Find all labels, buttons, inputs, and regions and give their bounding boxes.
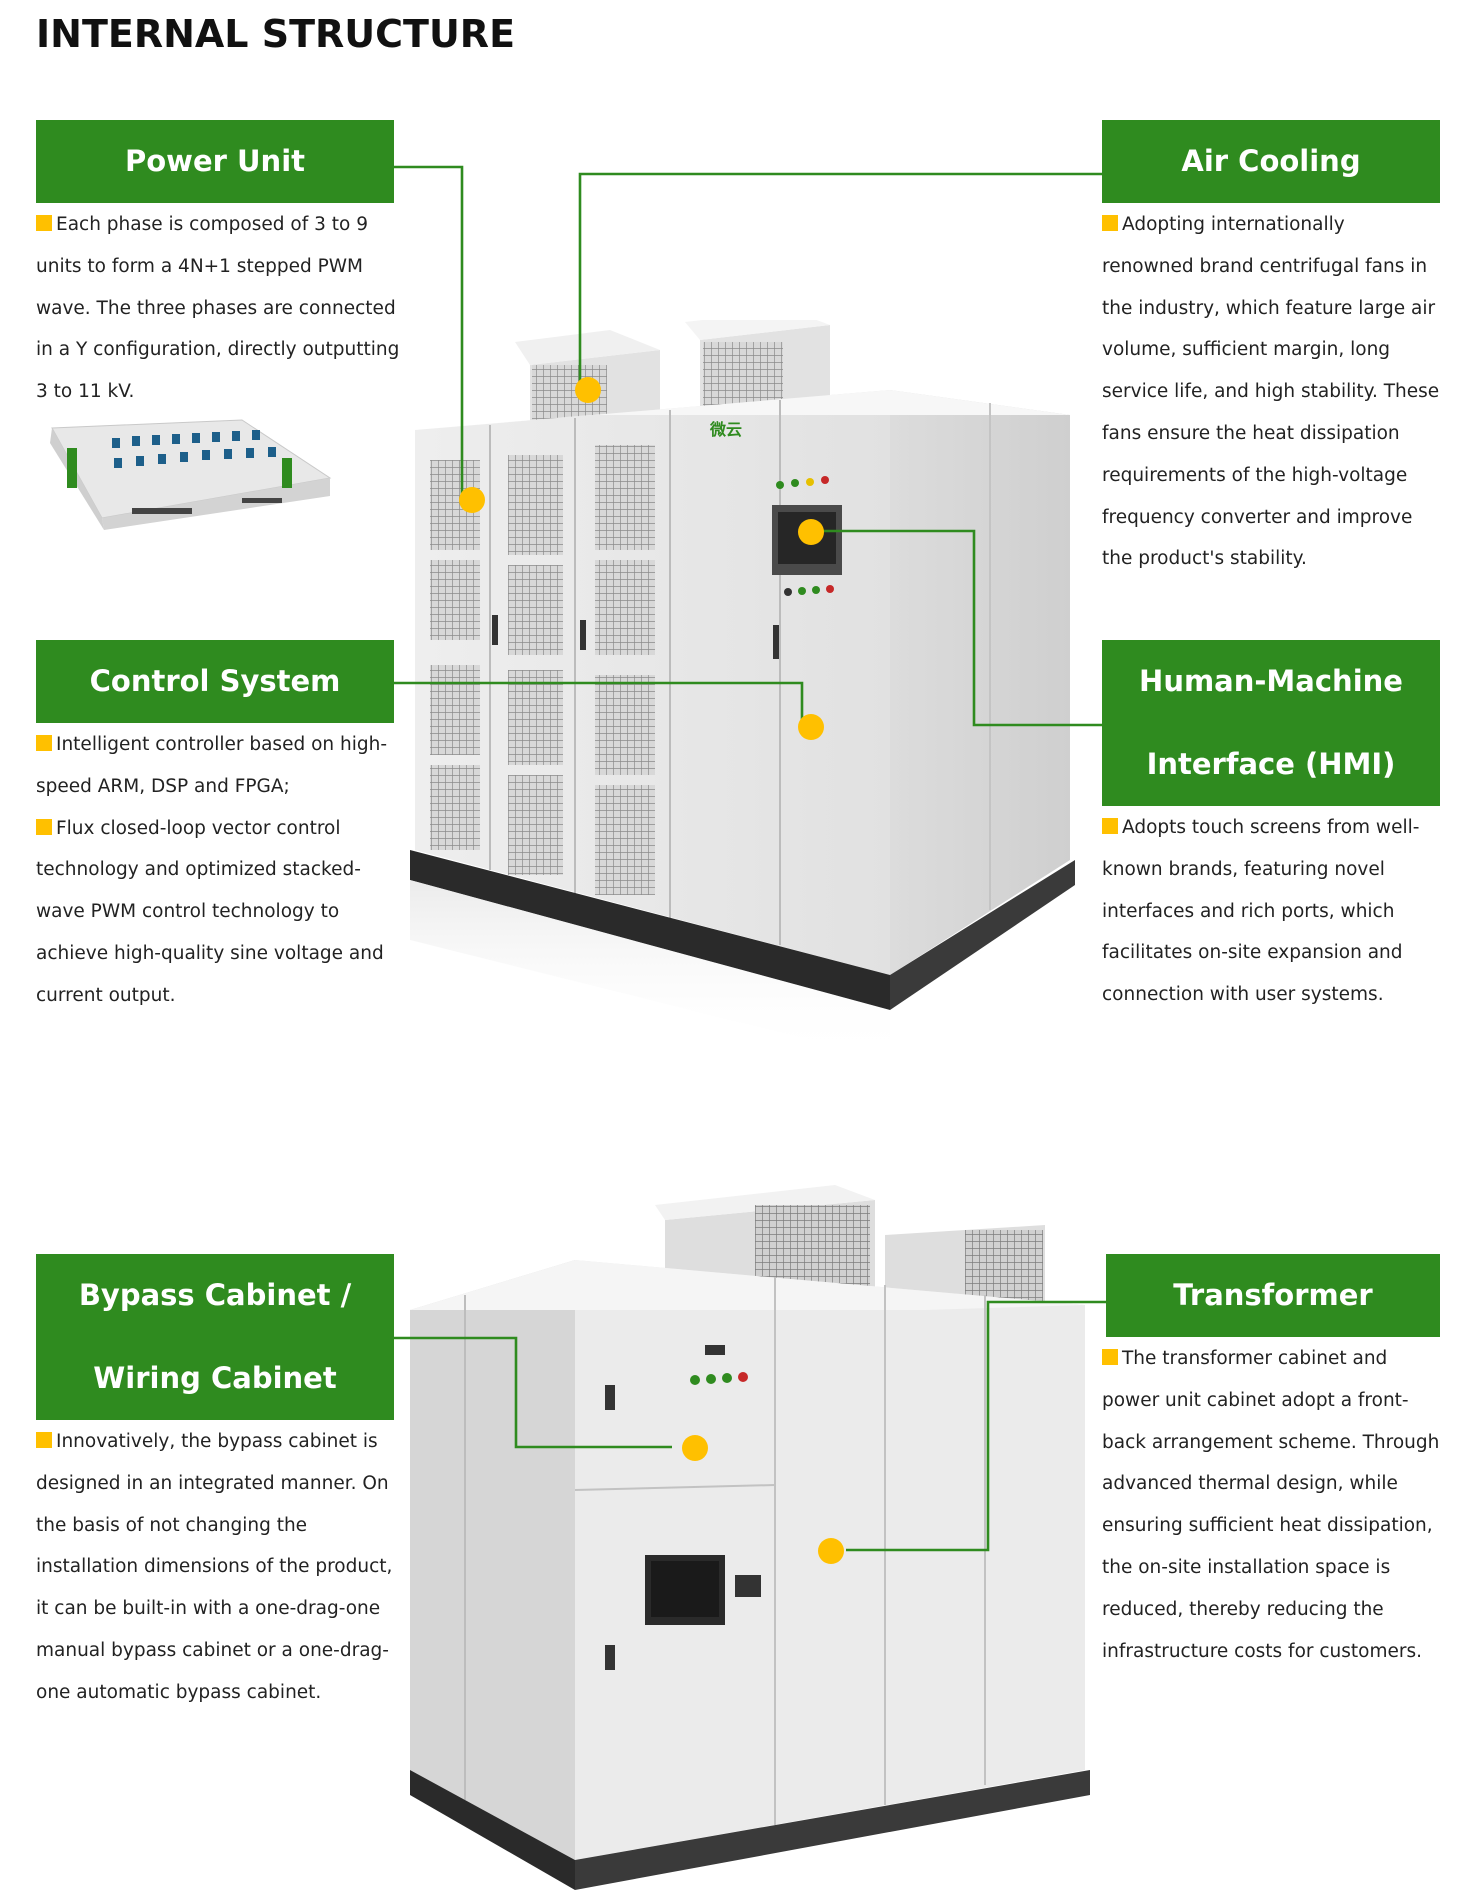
- bullet-icon: [36, 735, 52, 751]
- page-title: INTERNAL STRUCTURE: [36, 12, 516, 56]
- control-system-description: Intelligent controller based on high-spe…: [36, 734, 388, 1006]
- top-machine-illustration: 微云: [410, 320, 1075, 1060]
- bullet-icon: [36, 215, 52, 231]
- bullet-icon: [36, 1432, 52, 1448]
- bypass-cabinet-heading: Bypass Cabinet / Wiring Cabinet: [36, 1254, 394, 1420]
- transformer-cabinet-description: The transformer cabinet and power unit c…: [1102, 1348, 1440, 1662]
- bullet-icon: [1102, 818, 1118, 834]
- power-unit-description: Each phase is composed of 3 to 9 units t…: [36, 214, 400, 403]
- transformer-cabinet-heading: Transformer Cabinet: [1106, 1254, 1440, 1395]
- control-system-heading: Control System: [36, 640, 394, 723]
- power-unit-heading: Power Unit: [36, 120, 394, 203]
- bullet-icon: [36, 818, 52, 835]
- bullet-icon: [1102, 215, 1118, 231]
- air-cooling-description: Adopting internationally renowned brand …: [1102, 214, 1440, 570]
- hmi-description: Adopts touch screens from well-known bra…: [1102, 817, 1420, 1006]
- hmi-heading: Human-Machine Interface (HMI): [1102, 640, 1440, 806]
- bullet-icon: [1102, 1349, 1118, 1365]
- bypass-cabinet-description: Innovatively, the bypass cabinet is desi…: [36, 1431, 393, 1703]
- air-cooling-heading: Air Cooling: [1102, 120, 1440, 203]
- power-unit-module-image: [50, 419, 332, 530]
- bottom-machine-illustration: [410, 1185, 1090, 1890]
- svg-text:微云: 微云: [709, 420, 742, 439]
